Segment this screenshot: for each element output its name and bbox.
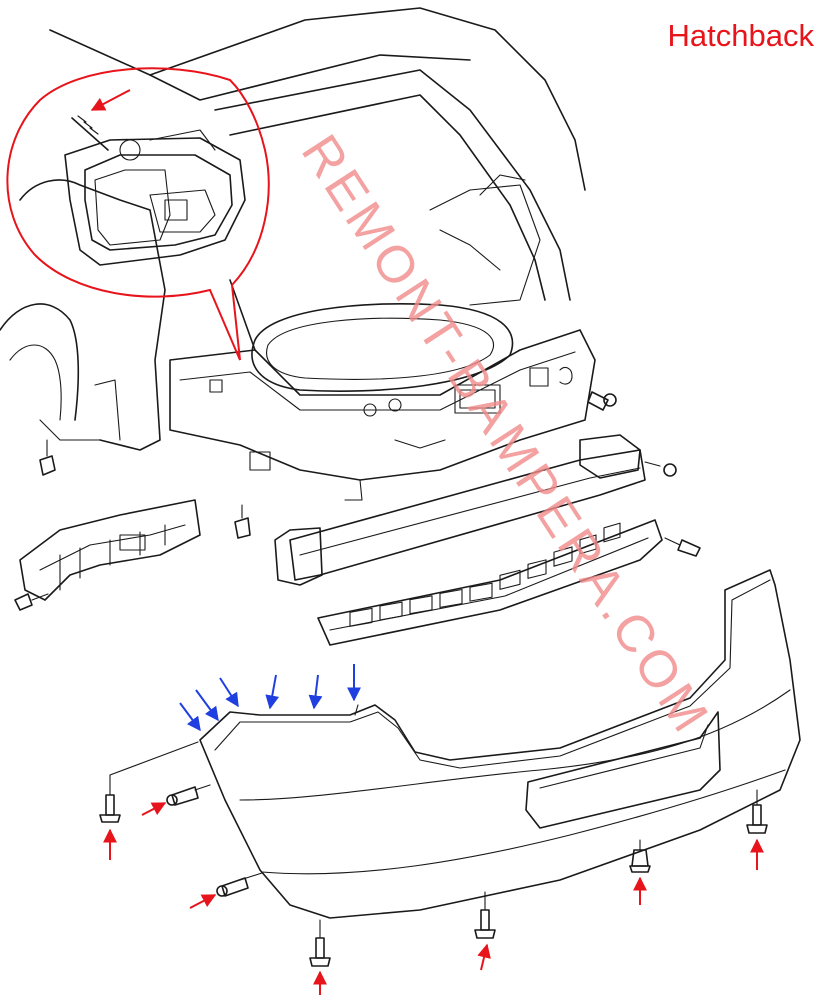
left-bumper-bracket — [14, 499, 251, 611]
car-body — [0, 7, 617, 501]
variant-label: Hatchback — [667, 18, 814, 53]
bumper-screws — [99, 741, 768, 967]
red-arrows — [103, 802, 764, 995]
taillight-callout — [6, 67, 270, 361]
reinforcement-bar — [274, 434, 701, 586]
watermark-text: REMONT-BAMPERA.COM — [290, 125, 721, 745]
blue-arrows — [179, 664, 361, 732]
rear-bumper-cover — [199, 569, 801, 919]
taillight-icon — [64, 129, 246, 266]
energy-absorber — [317, 519, 663, 646]
